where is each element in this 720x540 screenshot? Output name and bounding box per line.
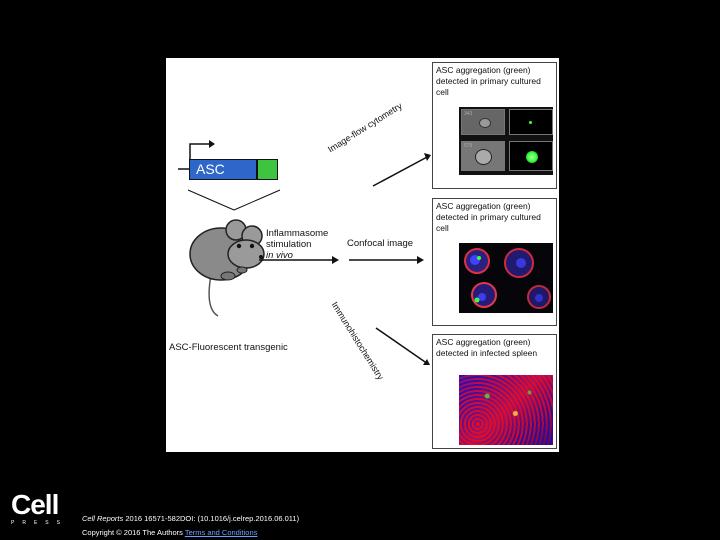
brightfield-image-2: 579 xyxy=(461,141,505,171)
cell-press-logo: Cell xyxy=(11,489,59,520)
panel-caption: ASC aggregation (green) detected in prim… xyxy=(436,65,541,97)
confocal-image xyxy=(459,243,553,313)
gene-construct xyxy=(178,140,431,365)
copyright-text: Copyright © 2016 The Authors xyxy=(82,528,185,537)
transgenic-label: ASC-Fluorescent transgenic xyxy=(169,342,288,353)
flow-images: 343 579 xyxy=(459,107,553,175)
citation-details: 2016 16571-582DOI: (10.1016/j.celrep.201… xyxy=(123,514,300,523)
asc-gene-box: ASC xyxy=(189,159,257,180)
citation-line: Cell Reports 2016 16571-582DOI: (10.1016… xyxy=(82,514,299,523)
gene-label: ASC xyxy=(196,161,225,177)
terms-link[interactable]: Terms and Conditions xyxy=(184,528,258,537)
panel-caption: ASC aggregation (green) detected in prim… xyxy=(436,201,541,233)
confocal-label: Confocal image xyxy=(347,238,414,249)
press-wordmark: PRESS xyxy=(11,520,68,526)
brightfield-image-1: 343 xyxy=(461,109,505,135)
panel-caption: ASC aggregation (green) detected in infe… xyxy=(436,337,538,358)
journal-name: Cell Reports xyxy=(82,514,124,523)
copyright-line: Copyright © 2016 The Authors Terms and C… xyxy=(82,528,257,537)
fluorescence-image-1 xyxy=(509,109,553,135)
spleen-image xyxy=(459,375,553,445)
fluorescent-protein-box xyxy=(257,159,278,180)
fluorescence-image-2 xyxy=(509,141,553,171)
mouse-illustration xyxy=(189,219,265,317)
inflammasome-label: Inflammasome stimulation in vivo xyxy=(266,228,329,261)
figure-panel: ASC Inflammasome stimulation in vivo Con… xyxy=(166,58,559,452)
ihc-result-panel: ASC aggregation (green) detected in infe… xyxy=(432,334,557,449)
flow-result-panel: ASC aggregation (green) detected in prim… xyxy=(432,62,557,189)
confocal-result-panel: ASC aggregation (green) detected in prim… xyxy=(432,198,557,326)
